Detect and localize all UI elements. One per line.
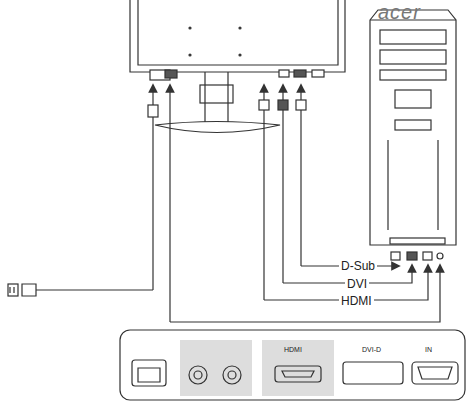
cable-label: D-Sub [339, 259, 377, 273]
brand-logo: acer [378, 2, 421, 22]
port-label: IN [425, 346, 432, 353]
cable-label: DVI [345, 277, 369, 291]
port-label: HDMI [284, 346, 302, 353]
cables [8, 88, 440, 322]
port-label: DVI-D [362, 346, 381, 353]
monitor-back [130, 0, 345, 133]
cable-label: HDMI [339, 294, 374, 308]
port-panel [120, 330, 465, 400]
pc-tower [370, 10, 456, 260]
